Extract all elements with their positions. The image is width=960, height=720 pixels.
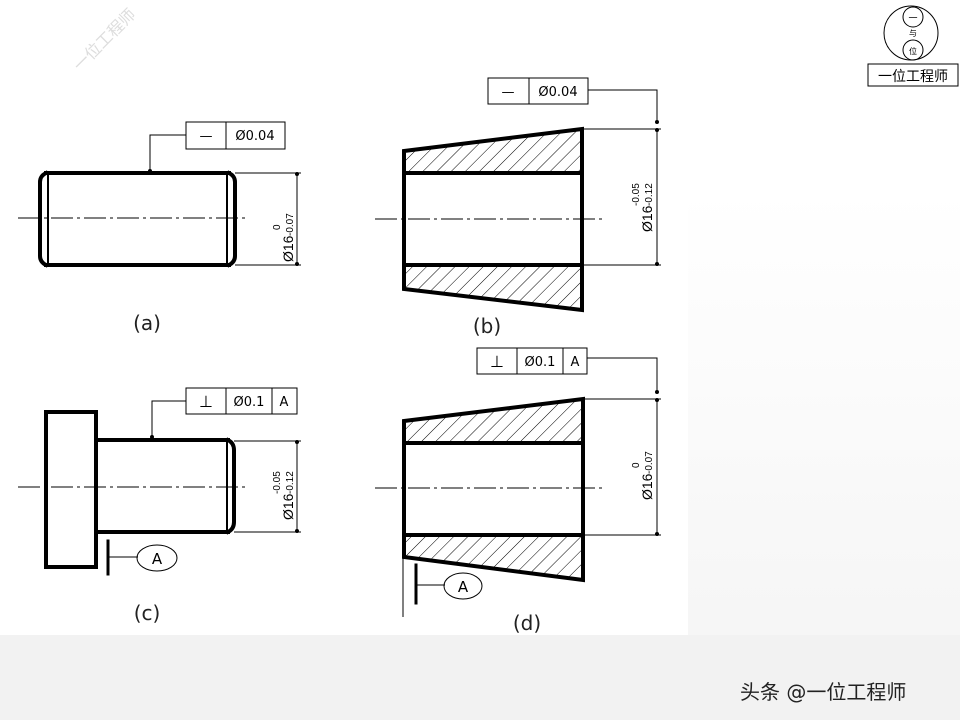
dim-a: Ø16 -0.07 0 bbox=[272, 213, 296, 262]
svg-text:-0.12: -0.12 bbox=[644, 183, 655, 206]
datum-a-d: A bbox=[402, 557, 483, 617]
logo: 一 与 位 一位工程师 bbox=[867, 5, 959, 87]
svg-text:—: — bbox=[502, 85, 515, 100]
svg-text:Ø0.04: Ø0.04 bbox=[235, 129, 274, 144]
svg-text:—: — bbox=[200, 129, 213, 144]
fcf-d: ⊥ Ø0.1 A bbox=[476, 347, 588, 375]
svg-text:A: A bbox=[571, 355, 580, 370]
svg-text:-0.05: -0.05 bbox=[272, 471, 283, 494]
credit-text: 头条 @一位工程师 bbox=[740, 680, 907, 704]
dim-c: Ø16 -0.12 -0.05 bbox=[272, 471, 296, 520]
svg-text:A: A bbox=[458, 578, 469, 596]
svg-text:一: 一 bbox=[908, 14, 917, 24]
svg-text:-0.12: -0.12 bbox=[285, 471, 296, 494]
svg-text:Ø0.04: Ø0.04 bbox=[538, 85, 577, 100]
dim-d: Ø16 -0.07 0 bbox=[631, 451, 655, 500]
svg-text:Ø16: Ø16 bbox=[639, 473, 655, 500]
svg-text:⊥: ⊥ bbox=[490, 352, 504, 371]
label-d: (d) bbox=[513, 611, 541, 635]
figure-b: — Ø0.04 Ø16 -0.12 -0.05 (b) bbox=[375, 77, 661, 338]
svg-text:Ø16: Ø16 bbox=[280, 235, 296, 262]
svg-text:0: 0 bbox=[272, 224, 283, 230]
svg-text:⊥: ⊥ bbox=[199, 392, 213, 411]
datum-a-c: A bbox=[106, 539, 178, 576]
fcf-a: — Ø0.04 bbox=[185, 121, 286, 150]
label-b: (b) bbox=[473, 314, 501, 338]
figure-c: ⊥ Ø0.1 A Ø16 -0.12 -0.05 A (c) bbox=[18, 387, 301, 625]
label-a: (a) bbox=[133, 311, 161, 335]
fcf-c: ⊥ Ø0.1 A bbox=[185, 387, 298, 415]
logo-caption: 一位工程师 bbox=[878, 69, 948, 85]
background-bottom bbox=[0, 635, 960, 720]
svg-text:与: 与 bbox=[909, 29, 917, 38]
svg-text:0: 0 bbox=[631, 462, 642, 468]
svg-text:Ø16: Ø16 bbox=[280, 493, 296, 520]
label-c: (c) bbox=[134, 601, 161, 625]
svg-text:-0.07: -0.07 bbox=[285, 213, 296, 236]
svg-text:位: 位 bbox=[909, 46, 917, 56]
fcf-b: — Ø0.04 bbox=[487, 77, 589, 105]
watermark: 一位工程师 bbox=[69, 5, 139, 75]
dim-b: Ø16 -0.12 -0.05 bbox=[631, 183, 655, 232]
svg-text:Ø0.1: Ø0.1 bbox=[525, 355, 556, 370]
svg-text:Ø0.1: Ø0.1 bbox=[234, 395, 265, 410]
figure-a: — Ø0.04 Ø16 -0.07 0 (a) bbox=[18, 121, 301, 335]
figure-d: ⊥ Ø0.1 A Ø16 -0.07 0 A (d) bbox=[375, 347, 661, 635]
svg-text:Ø16: Ø16 bbox=[639, 205, 655, 232]
background-right bbox=[688, 190, 960, 720]
svg-text:-0.07: -0.07 bbox=[644, 451, 655, 474]
svg-text:A: A bbox=[280, 395, 289, 410]
svg-text:A: A bbox=[152, 550, 163, 568]
svg-text:-0.05: -0.05 bbox=[631, 183, 642, 206]
